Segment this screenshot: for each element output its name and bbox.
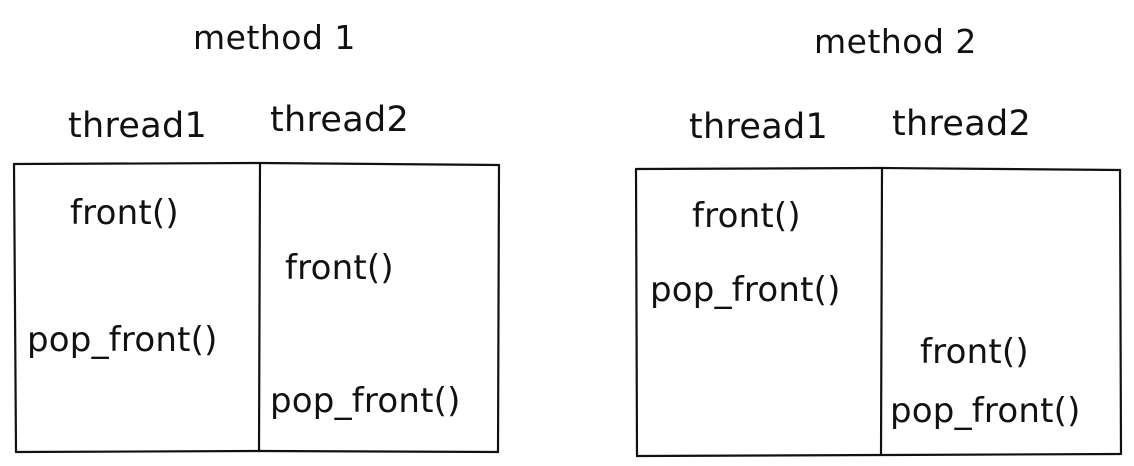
- method1-thread1-label: thread1: [68, 106, 208, 146]
- method1-table-left-border: [12, 162, 18, 454]
- method2-thread1-label: thread1: [689, 107, 829, 147]
- method1-thread2-front-call: front(): [285, 248, 394, 288]
- method2-thread2-label: thread2: [892, 104, 1032, 144]
- method1-thread2-label: thread2: [270, 100, 410, 140]
- method1-thread1-pop-front-call: pop_front(): [27, 320, 218, 360]
- method1-thread1-front-call: front(): [70, 193, 179, 233]
- method1-column-divider: [257, 161, 262, 453]
- method2-column-divider: [879, 166, 884, 457]
- method2-table-top-border: [634, 166, 1122, 172]
- method2-thread2-front-call: front(): [920, 332, 1029, 372]
- method2-table-right-border: [1118, 168, 1123, 456]
- method2-thread1-front-call: front(): [692, 196, 801, 236]
- method1-table-right-border: [496, 163, 501, 454]
- method1-title: method 1: [193, 18, 356, 57]
- method2-title: method 2: [814, 22, 977, 61]
- method2-thread1-pop-front-call: pop_front(): [650, 270, 841, 310]
- method1-thread2-pop-front-call: pop_front(): [270, 381, 461, 421]
- method2-table-bottom-border: [635, 452, 1122, 458]
- method2-table-left-border: [634, 167, 639, 458]
- method2-thread2-pop-front-call: pop_front(): [890, 391, 1081, 431]
